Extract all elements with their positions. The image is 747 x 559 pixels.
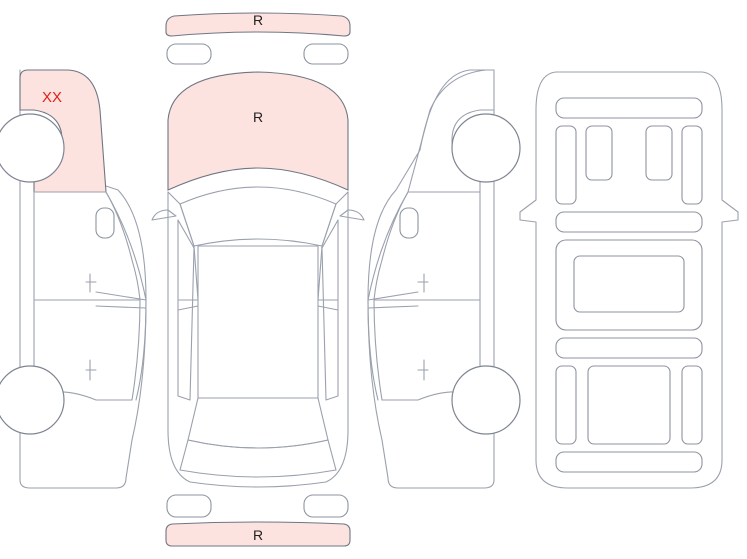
right-mirror[interactable] xyxy=(339,209,365,221)
right-rear-wheel[interactable] xyxy=(451,365,521,435)
left-mirror[interactable] xyxy=(151,209,177,221)
left-front-door-handle[interactable] xyxy=(85,273,97,293)
right-rear-door-handle[interactable] xyxy=(417,359,429,381)
left-side-mirror[interactable] xyxy=(95,207,115,239)
driver-seat[interactable] xyxy=(585,125,613,181)
hood-panel[interactable] xyxy=(167,71,349,191)
a-pillar-left xyxy=(167,191,199,301)
front-seat-row[interactable] xyxy=(555,211,703,233)
rear-bumper-zone[interactable]: R xyxy=(165,521,351,547)
left-belt-line-1 xyxy=(95,291,147,301)
rear-right-lamp[interactable] xyxy=(303,494,349,518)
front-right-footwell[interactable] xyxy=(681,125,703,205)
rear-seat-row[interactable] xyxy=(555,337,703,359)
car-left-side-view: XX xyxy=(0,69,147,489)
hood-mark: R xyxy=(253,109,263,125)
a-pillar-right xyxy=(317,191,349,301)
left-side-windows[interactable] xyxy=(177,219,195,401)
front-left-footwell[interactable] xyxy=(555,125,577,205)
trunk-lid[interactable] xyxy=(179,439,337,478)
rear-bumper-mark: R xyxy=(253,527,263,543)
roof-panel[interactable] xyxy=(197,245,319,399)
right-b-pillar-2 xyxy=(317,305,339,311)
front-right-fog-lamp[interactable] xyxy=(303,43,349,65)
rear-right-area[interactable] xyxy=(681,365,703,445)
rear-left-area[interactable] xyxy=(555,365,577,445)
passenger-seat[interactable] xyxy=(645,125,673,181)
left-belt-line-2 xyxy=(95,305,147,309)
rear-left-lamp[interactable] xyxy=(166,494,212,518)
front-bumper-zone[interactable]: R xyxy=(165,12,351,37)
right-front-wheel[interactable] xyxy=(451,113,521,183)
left-front-wheel[interactable] xyxy=(0,113,65,183)
right-front-door-handle[interactable] xyxy=(417,273,429,293)
right-front-door[interactable] xyxy=(373,191,481,301)
left-front-door[interactable] xyxy=(33,191,141,301)
left-rear-door-handle[interactable] xyxy=(85,359,97,381)
cargo-floor[interactable] xyxy=(587,365,671,445)
car-top-view: R xyxy=(151,71,365,488)
trunk-area[interactable] xyxy=(555,451,703,473)
right-side-windows[interactable] xyxy=(321,219,339,401)
car-interior-view xyxy=(519,71,739,489)
right-side-mirror[interactable] xyxy=(399,207,419,239)
left-b-pillar-2 xyxy=(177,305,199,311)
rear-bumper-panel[interactable] xyxy=(165,521,351,547)
right-belt-line-2 xyxy=(367,305,419,309)
interior-body-outline xyxy=(519,71,739,489)
front-bumper-panel[interactable] xyxy=(165,12,351,37)
car-right-side-view xyxy=(367,69,521,489)
center-console[interactable] xyxy=(573,255,685,313)
rear-window[interactable] xyxy=(187,397,329,449)
front-bumper-mark: R xyxy=(253,12,263,28)
left-rear-wheel[interactable] xyxy=(0,365,65,435)
left-body-outline xyxy=(19,69,147,489)
windshield[interactable] xyxy=(179,186,337,247)
car-body-outline xyxy=(167,191,349,488)
right-belt-line-1 xyxy=(367,291,419,301)
left-front-fender-mark: XX xyxy=(42,89,62,106)
front-left-fog-lamp[interactable] xyxy=(166,43,212,65)
dashboard[interactable] xyxy=(555,97,703,119)
